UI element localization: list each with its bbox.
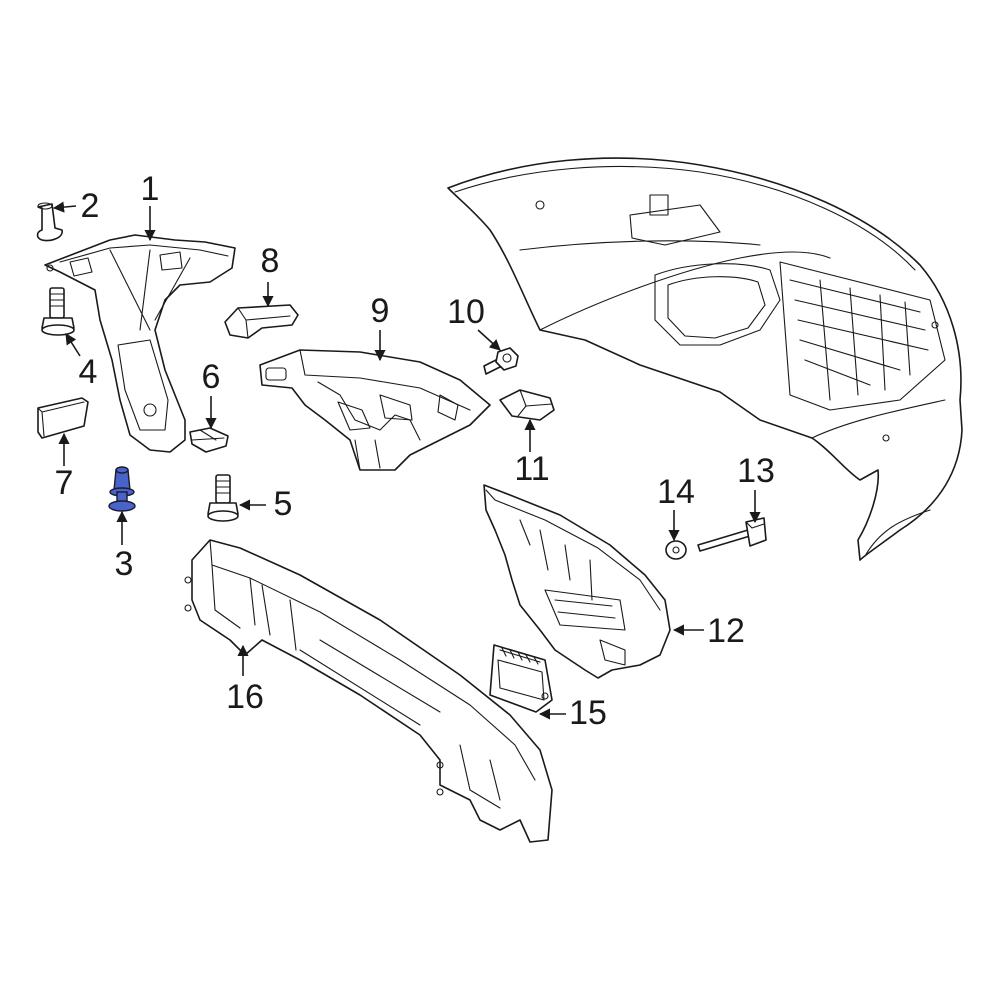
part-5-bolt[interactable]	[207, 474, 239, 522]
part-15-module[interactable]	[489, 644, 553, 713]
part-13-bolt[interactable]	[697, 517, 767, 552]
part-3-clip[interactable]	[108, 466, 136, 512]
part-8-bracket[interactable]	[224, 304, 299, 339]
callout-1: 1	[141, 170, 160, 208]
callout-3: 3	[115, 545, 134, 583]
callout-labels: 1 2 3 4 5 6 7 8 9 10 11 12 13 14 15 16	[55, 170, 775, 732]
part-14-washer[interactable]	[665, 540, 687, 560]
part-6-clip[interactable]	[189, 427, 229, 453]
part-9-bracket[interactable]	[259, 349, 491, 471]
callout-2: 2	[81, 187, 100, 225]
callout-13: 13	[737, 452, 775, 490]
callout-5: 5	[274, 485, 293, 523]
callout-12: 12	[707, 612, 745, 650]
part-7-pad[interactable]	[37, 397, 89, 439]
part-1-bracket[interactable]	[44, 234, 236, 453]
callout-7: 7	[55, 464, 74, 502]
callout-11: 11	[514, 450, 549, 488]
callout-8: 8	[261, 242, 280, 280]
callout-6: 6	[202, 358, 221, 396]
callout-15: 15	[569, 694, 607, 732]
part-4-bolt[interactable]	[41, 287, 75, 336]
callout-16: 16	[226, 678, 264, 716]
callout-9: 9	[371, 292, 390, 330]
leader-lines	[52, 201, 761, 720]
part-12-absorber[interactable]	[483, 484, 671, 679]
callout-4: 4	[79, 353, 98, 391]
callout-14: 14	[657, 473, 695, 511]
part-10-screw[interactable]	[483, 347, 519, 375]
callout-10: 10	[447, 293, 485, 331]
bumper-cover[interactable]	[447, 157, 963, 561]
part-11-clip[interactable]	[499, 389, 555, 421]
part-2-pin[interactable]	[36, 202, 63, 242]
